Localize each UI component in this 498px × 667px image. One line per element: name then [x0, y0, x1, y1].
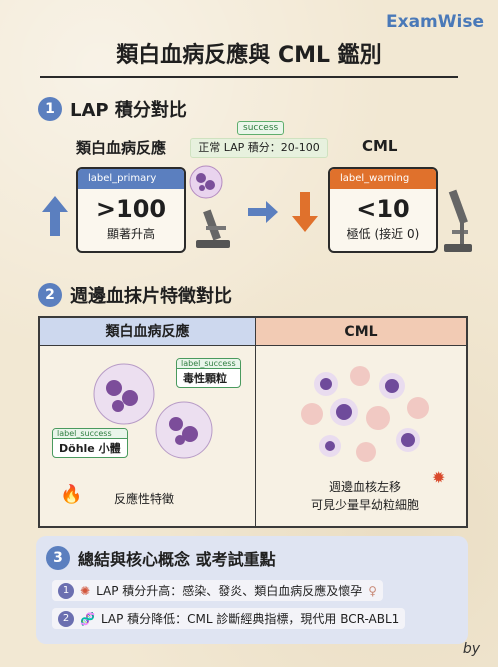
section2-heading: 2 週邊血抹片特徵對比 — [38, 282, 232, 308]
smear-comparison-table: 類白血病反應 CML label_success 毒性顆粒 label_succ… — [38, 316, 468, 528]
dna-icon: 🧬 — [80, 611, 95, 626]
table-header-left: 類白血病反應 — [40, 318, 255, 346]
callout-text: 毒性顆粒 — [183, 372, 227, 385]
callout-tag: label_success — [53, 429, 127, 439]
virus-icon: ✺ — [80, 583, 91, 598]
right-lap-card: label_warning <10 極低 (接近 0) — [328, 167, 438, 253]
neutrophil-microscope-icon — [189, 165, 230, 248]
toxic-granules-callout: label_success 毒性顆粒 — [176, 358, 241, 388]
dohle-bodies-callout: label_success Döhle 小體 — [52, 428, 128, 458]
section-title: LAP 積分對比 — [70, 100, 187, 121]
table-header-right: CML — [256, 318, 466, 346]
item-text: LAP 積分升高：感染、發炎、類白血病反應及懷孕 — [96, 584, 363, 598]
fire-icon: 🔥 — [60, 484, 83, 505]
item-number: 2 — [58, 610, 74, 627]
section3-heading: 3 總結與核心概念 或考試重點 — [46, 546, 276, 570]
section-number: 2 — [38, 283, 62, 307]
section-title: 週邊血抹片特徵對比 — [70, 286, 232, 307]
section-number: 3 — [46, 546, 70, 570]
microscope-icon — [444, 189, 472, 252]
card-value: <10 — [356, 195, 410, 223]
card-tag: label_warning — [330, 169, 436, 189]
left-column-label: 類白血病反應 — [76, 139, 167, 157]
left-lap-card: label_primary >100 顯著升高 — [76, 167, 186, 253]
cml-cells-illustration — [301, 366, 429, 462]
item-number: 1 — [58, 582, 74, 599]
section1-heading: 1 LAP 積分對比 — [38, 96, 187, 122]
normal-range-box: 正常 LAP 積分：20-100 — [190, 138, 328, 158]
right-caption-2: 可見少量早幼粒細胞 — [310, 498, 419, 512]
pregnancy-icon: ♀ — [368, 583, 378, 598]
card-value: >100 — [95, 195, 167, 223]
summary-panel: 3 總結與核心概念 或考試重點 1 ✺ LAP 積分升高：感染、發炎、類白血病反… — [36, 536, 468, 644]
right-arrow-icon — [248, 201, 278, 223]
callout-tag: label_success — [177, 359, 240, 369]
footer-by: by — [462, 641, 480, 657]
card-desc: 顯著升高 — [106, 227, 155, 241]
up-arrow-icon — [42, 196, 68, 236]
section-title: 總結與核心概念 或考試重點 — [78, 550, 276, 569]
item-text: LAP 積分降低：CML 診斷經典指標，現代用 BCR-ABL1 — [100, 612, 400, 626]
left-caption: 反應性特徵 — [114, 492, 175, 506]
section-number: 1 — [38, 97, 62, 121]
warning-virus-icon: ✹ — [432, 468, 446, 487]
neutrophil-cells-illustration — [93, 363, 213, 459]
summary-item: 1 ✺ LAP 積分升高：感染、發炎、類白血病反應及懷孕 ♀ — [52, 580, 384, 601]
down-arrow-icon — [292, 192, 318, 232]
success-chip: success — [237, 121, 285, 135]
callout-text: Döhle 小體 — [59, 442, 121, 455]
table-divider — [255, 318, 256, 526]
brand-logo: ExamWise — [386, 12, 484, 32]
right-caption-1: 週邊血核左移 — [328, 480, 401, 494]
card-desc: 極低 (接近 0) — [346, 227, 420, 241]
card-tag: label_primary — [78, 169, 184, 189]
page-title: 類白血病反應與 CML 鑑別 — [40, 36, 458, 78]
summary-item: 2 🧬 LAP 積分降低：CML 診斷經典指標，現代用 BCR-ABL1 — [52, 608, 406, 629]
right-column-label: CML — [362, 137, 398, 155]
